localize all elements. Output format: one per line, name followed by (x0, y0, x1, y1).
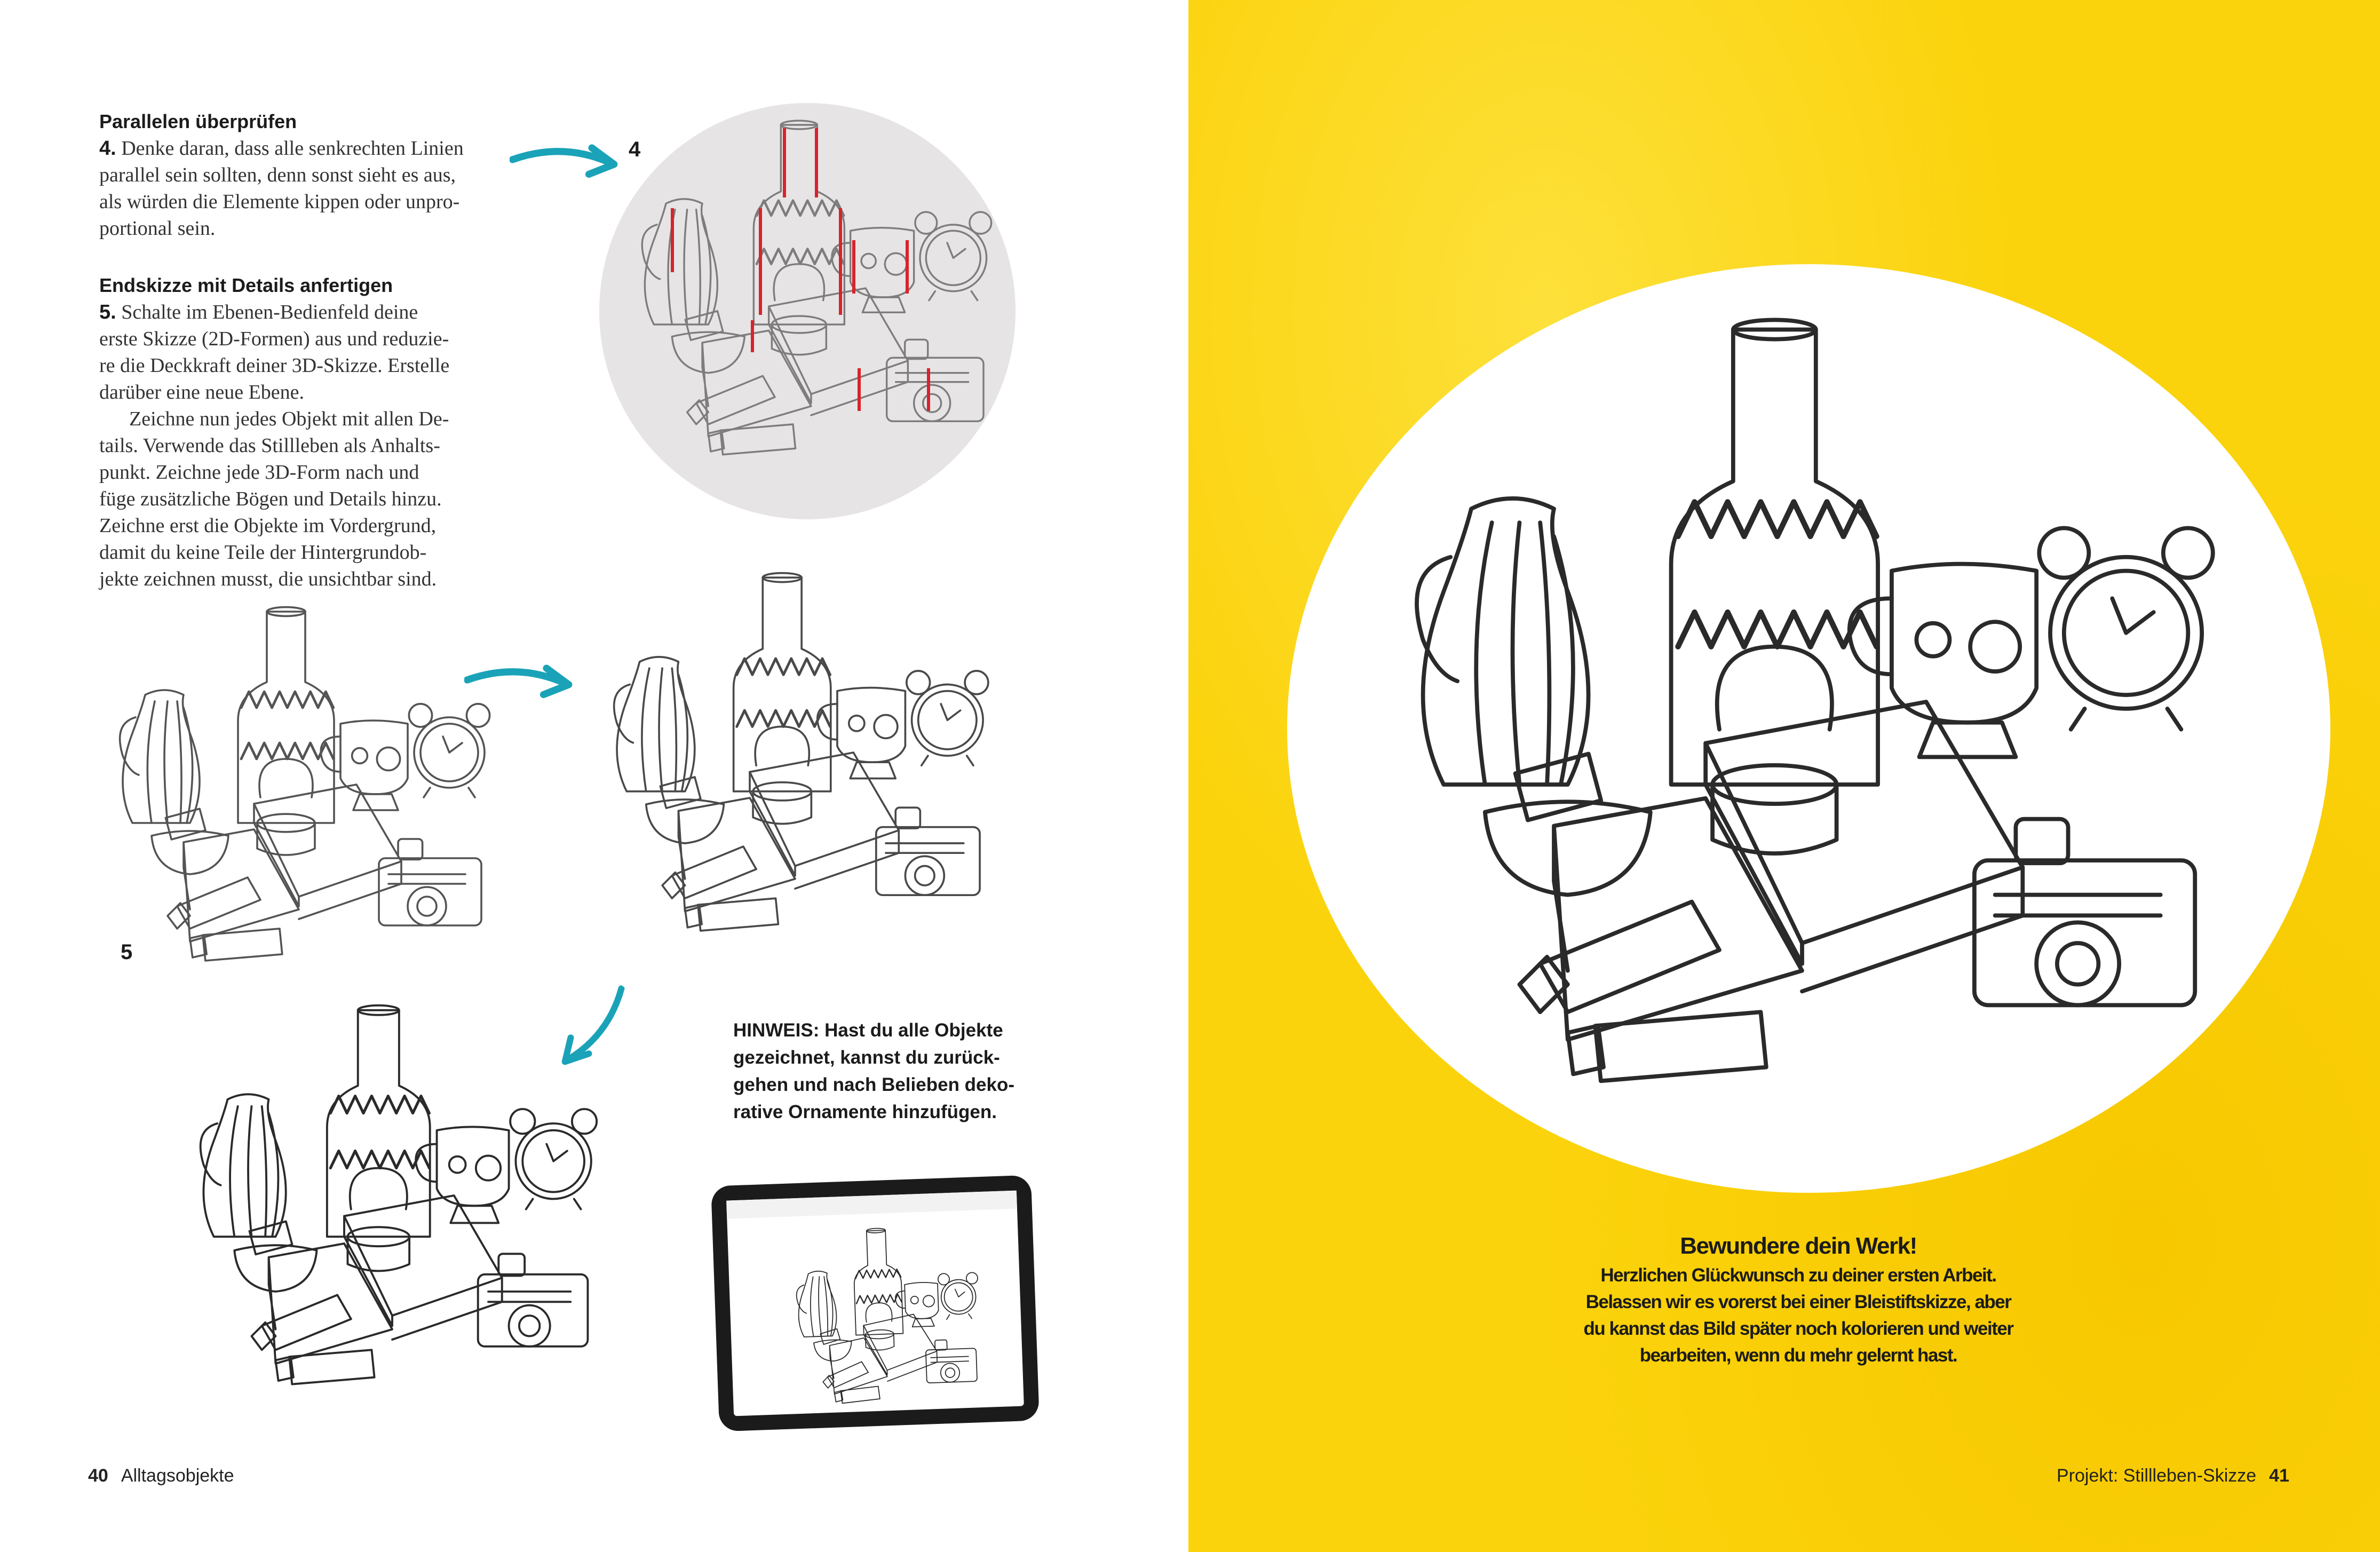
text-line: gehen und nach Belieben deko- (733, 1074, 1015, 1095)
step-number: 4. (99, 137, 116, 160)
final-still-life-drawing (1389, 312, 2216, 1091)
text-line: als würden die Elemente kippen oder unpr… (99, 191, 460, 213)
text-line: jekte zeichnen musst, die unsichtbar sin… (99, 568, 437, 590)
caption-title: Bewundere dein Werk! (1680, 1233, 1917, 1259)
text-line: füge zusätzliche Bögen und Details hinzu… (99, 488, 442, 510)
right-page: Bewundere dein Werk! Herzlichen Glückwun… (1188, 0, 2380, 1552)
footer-right: Projekt: Stillleben-Skizze 41 (2057, 1466, 2289, 1486)
footer-left: 40 Alltagsobjekte (88, 1466, 234, 1486)
section-final-sketch: Endskizze mit Details anfertigen 5. Scha… (99, 272, 505, 592)
heading-parallel-lines: Parallelen überprüfen (99, 110, 297, 132)
heading-final-sketch: Endskizze mit Details anfertigen (99, 274, 393, 296)
parallel-guides-sketch (630, 117, 993, 459)
caption-line: Belassen wir es vorerst bei einer Bleist… (1585, 1292, 2012, 1312)
text-line: Zeichne nun jedes Objekt mit allen De- (129, 408, 449, 430)
text-line: darüber eine neue Ebene. (99, 381, 305, 403)
text-line: tails. Verwende das Stillleben als Anhal… (99, 434, 440, 457)
sketch-stage-3 (184, 1003, 600, 1388)
caption-line: bearbeiten, wenn du mehr gelernt hast. (1639, 1345, 1958, 1366)
text-line: rative Ornamente hinzufügen. (733, 1102, 997, 1122)
step-number: 5. (99, 301, 116, 323)
arrow-icon (510, 136, 627, 183)
step-4-text: 4. Denke daran, dass alle senkrechten Li… (99, 135, 505, 242)
text-line: Zeichne erst die Objekte im Vordergrund, (99, 514, 437, 537)
caption-line: Herzlichen Glückwunsch zu deiner ersten … (1600, 1265, 1997, 1286)
tablet-artwork (794, 1224, 983, 1406)
figure-label-5: 5 (121, 940, 133, 964)
text-line: HINWEIS: Hast du alle Objekte (733, 1020, 1003, 1041)
step-5-text: 5. Schalte im Ebenen-Bedienfeld deine er… (99, 299, 505, 592)
app-toolbar (726, 1190, 1017, 1219)
footer-section: Projekt: Stillleben-Skizze (2057, 1466, 2257, 1486)
page-number: 40 (88, 1466, 108, 1486)
tablet-screen (726, 1190, 1024, 1416)
caption-line: du kannst das Bild später noch koloriere… (1583, 1318, 2014, 1339)
text-line: parallel sein sollten, denn sonst sieht … (99, 164, 456, 186)
sketch-stage-1 (107, 598, 491, 982)
sketch-stage-2 (592, 571, 998, 934)
section-parallel-lines: Parallelen überprüfen 4. Denke daran, da… (99, 108, 505, 242)
hint-note: HINWEIS: Hast du alle Objekte gezeichnet… (733, 1017, 1032, 1126)
text-line: gezeichnet, kannst du zurück- (733, 1047, 1000, 1068)
page-number: 41 (2269, 1466, 2289, 1486)
text-line: re die Deckkraft deiner 3D-Skizze. Erste… (99, 354, 450, 377)
tablet-illustration (711, 1175, 1040, 1432)
left-page: Parallelen überprüfen 4. Denke daran, da… (0, 0, 1188, 1552)
text-line: erste Skizze (2D-Formen) aus und reduzie… (99, 328, 449, 350)
text-line: damit du keine Teile der Hintergrundob- (99, 541, 427, 564)
text-line: Denke daran, dass alle senkrechten Linie… (121, 137, 464, 160)
text-line: Schalte im Ebenen-Bedienfeld deine (121, 301, 418, 323)
text-line: punkt. Zeichne jede 3D-Form nach und (99, 461, 419, 484)
caption: Bewundere dein Werk! Herzlichen Glückwun… (1537, 1230, 2060, 1369)
white-blob (1287, 264, 2330, 1193)
arrow-icon (464, 656, 582, 703)
text-line: portional sein. (99, 217, 216, 240)
parallel-guides-circle (599, 103, 1016, 519)
footer-section: Alltagsobjekte (121, 1466, 234, 1486)
figure-label-4: 4 (629, 138, 641, 161)
